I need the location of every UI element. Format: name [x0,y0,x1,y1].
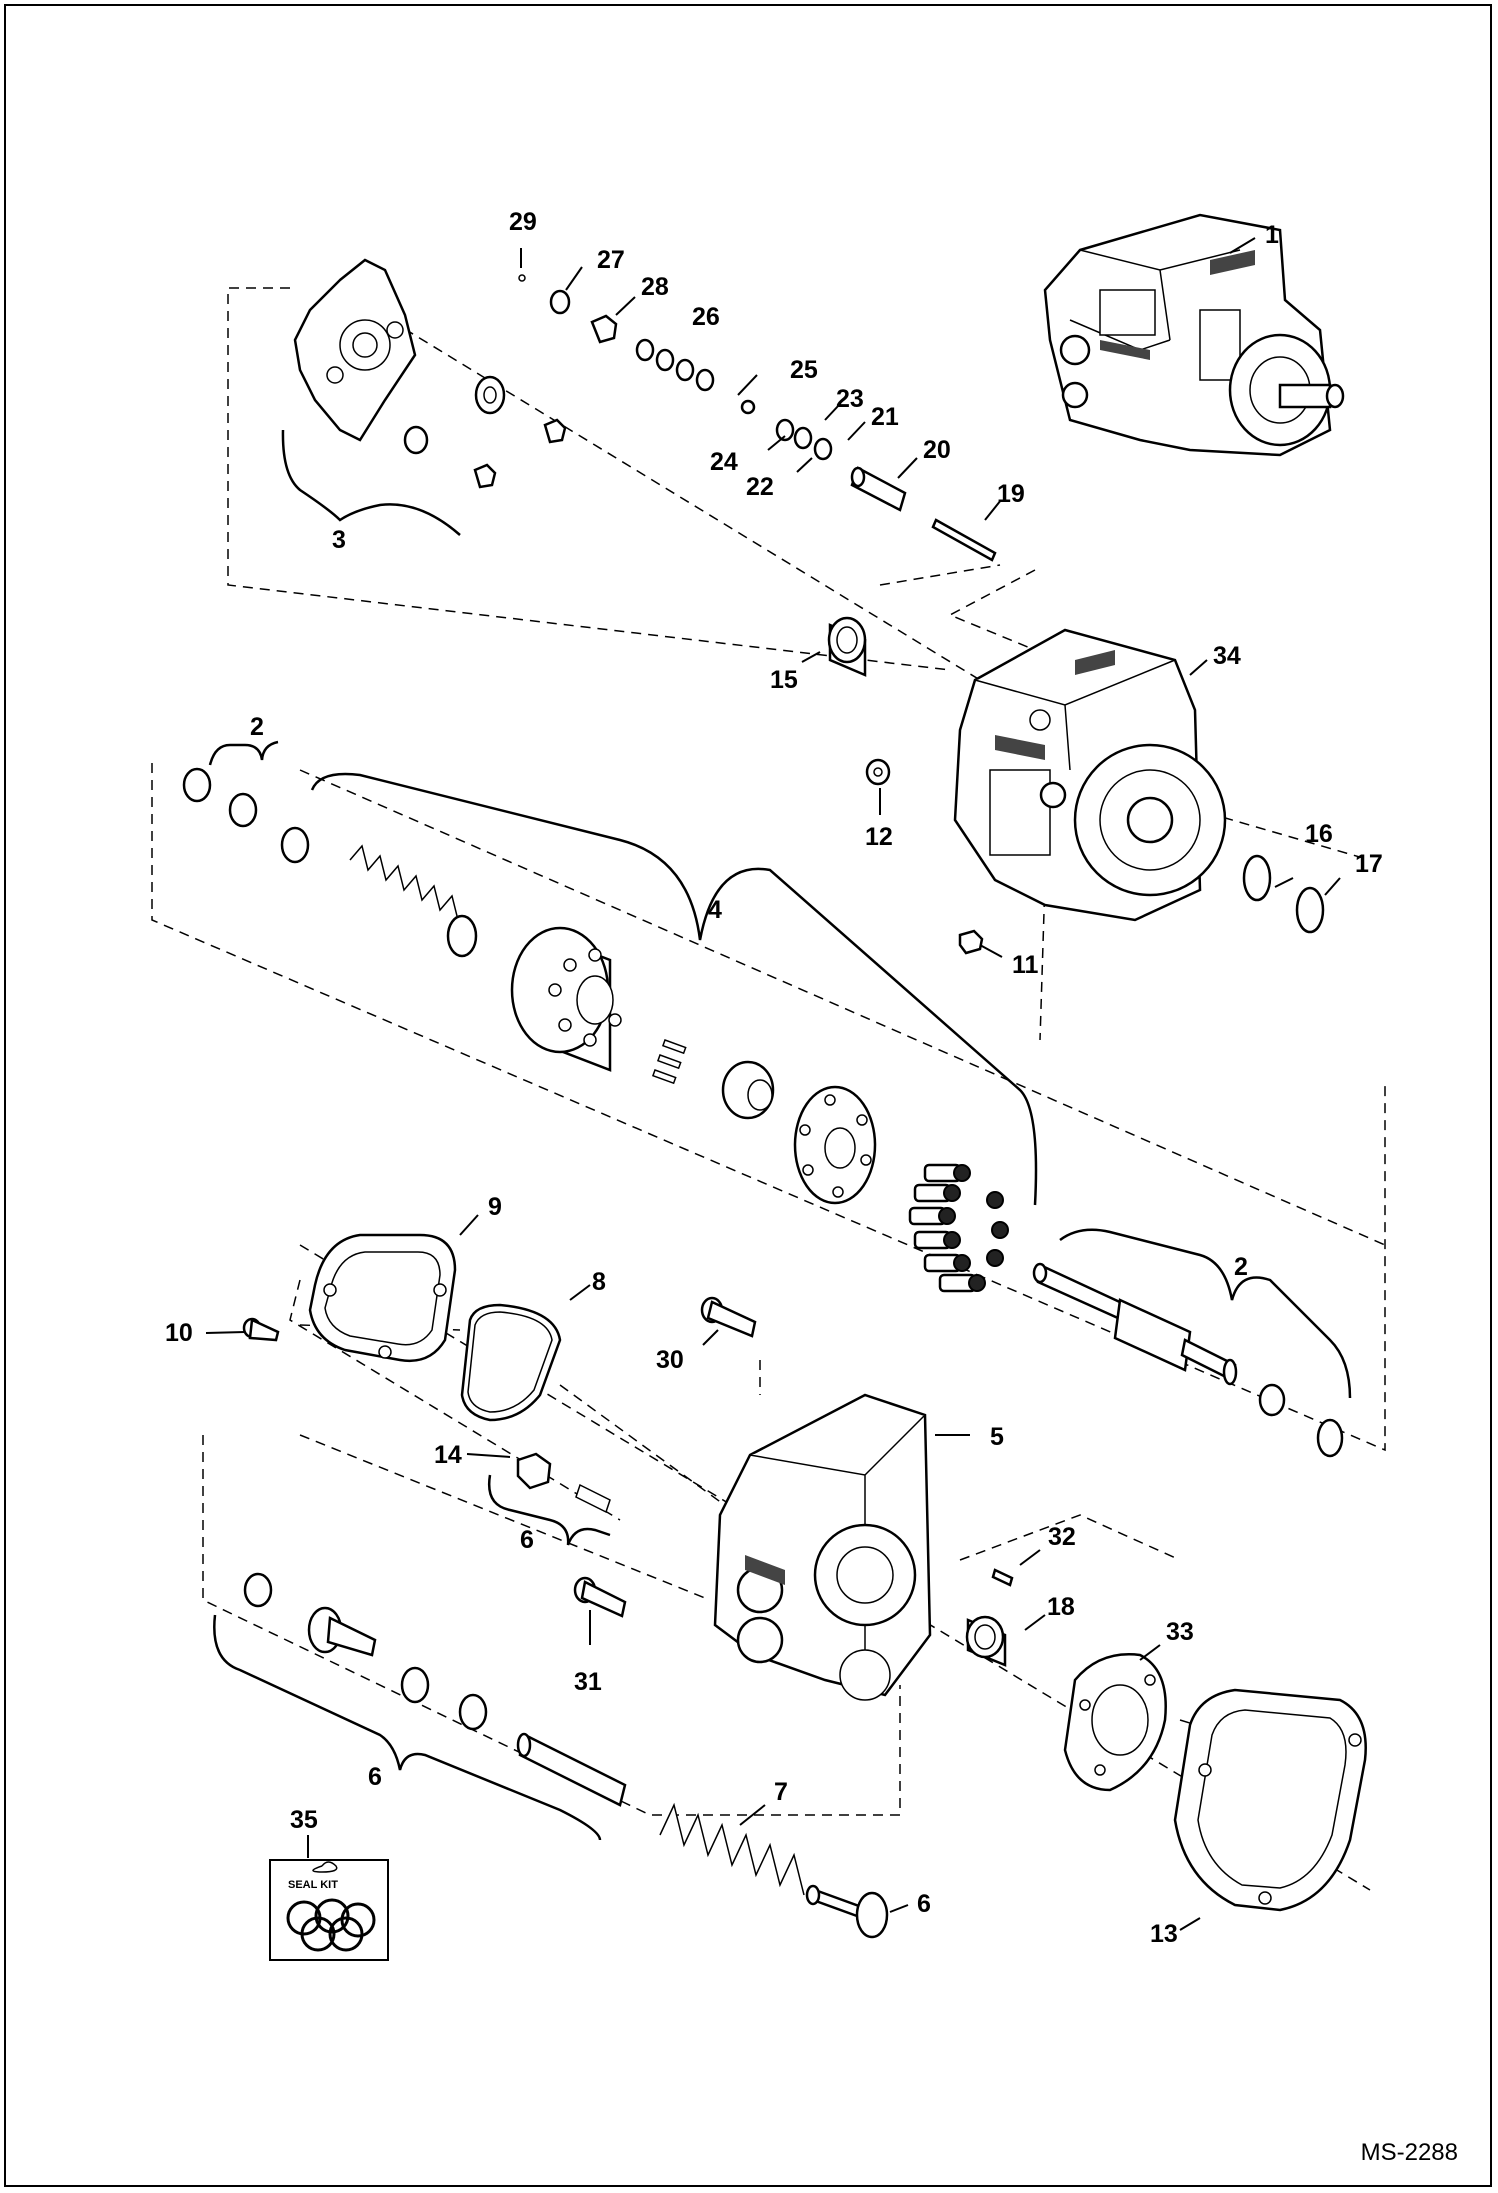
end-plate-bearing [403,375,567,489]
callout-8: 8 [592,1268,606,1296]
callout-2-left: 2 [250,713,264,741]
needle-bearing-15 [827,616,867,677]
gasket-13 [1173,1688,1367,1912]
callout-6-upper: 6 [520,1526,534,1554]
screw-30 [700,1296,757,1338]
pump-housing [953,628,1227,922]
spool-6 [805,1884,889,1939]
callout-21: 21 [871,403,899,431]
callout-3: 3 [332,526,346,554]
callout-35: 35 [290,1806,318,1834]
callout-12: 12 [865,823,893,851]
callout-26: 26 [692,303,720,331]
plug-11 [958,929,984,955]
callout-1: 1 [1265,221,1279,249]
leader-lines [205,237,1341,1931]
pin-32 [991,1568,1014,1587]
drawing-number: MS-2288 [1360,2139,1458,2166]
screw-10 [242,1317,280,1342]
callout-10: 10 [165,1319,193,1347]
callout-6-spool: 6 [917,1890,931,1918]
callout-29: 29 [509,208,537,236]
callout-25: 25 [790,356,818,384]
callout-14: 14 [434,1441,462,1469]
callout-7: 7 [774,1778,788,1806]
valve-plate-33 [1063,1653,1167,1792]
page-border [4,4,1492,2187]
gasket-9 [308,1233,457,1363]
seal-kit-box: SEAL KIT [269,1859,389,1961]
compensator-parts-6 [243,1572,627,1807]
callout-11: 11 [1012,951,1039,979]
callout-5: 5 [990,1423,1004,1451]
end-plate [293,258,417,442]
seal-kit-label: SEAL KIT [288,1879,338,1891]
callout-13: 13 [1150,1920,1178,1948]
rings-group-2-right [1258,1383,1344,1458]
rings-group-2-left [182,767,310,864]
pump-assembly-complete [1043,213,1345,457]
seal-16-ring-17 [1242,854,1325,934]
callout-31: 31 [574,1668,602,1696]
fitting-12 [865,758,891,786]
callout-18: 18 [1047,1593,1075,1621]
callout-9: 9 [488,1193,502,1221]
callout-20: 20 [923,436,951,464]
drive-shaft [1032,1262,1238,1386]
callout-23: 23 [836,385,864,413]
callout-15: 15 [770,666,798,694]
callout-16: 16 [1305,820,1333,848]
callout-28: 28 [641,273,669,301]
pistons [908,1163,1009,1293]
o-ring-8 [460,1303,562,1422]
spring-7 [659,1802,805,1896]
fitting-14 [516,1452,611,1514]
callout-17: 17 [1355,850,1383,878]
group-braces [208,429,1352,1841]
callout-24: 24 [710,448,738,476]
callout-19: 19 [997,480,1025,508]
screw-31 [573,1576,627,1618]
rotating-group-4 [349,844,1009,1293]
callout-numbers: 1 2 2 3 4 5 6 6 6 7 8 9 10 11 12 13 14 1… [165,208,1383,1948]
callout-2-right: 2 [1234,1253,1248,1281]
control-valve-parts [518,274,997,562]
callout-22: 22 [746,473,774,501]
callout-30: 30 [656,1346,684,1374]
port-block-5 [713,1393,932,1701]
callout-34: 34 [1213,642,1241,670]
seal-kit-o-rings-icon [286,1898,376,1952]
callout-4: 4 [708,896,722,924]
callout-6-lower: 6 [368,1763,382,1791]
callout-27: 27 [597,246,625,274]
needle-bearing-18 [965,1615,1007,1667]
callout-33: 33 [1166,1618,1194,1646]
callout-32: 32 [1048,1523,1076,1551]
